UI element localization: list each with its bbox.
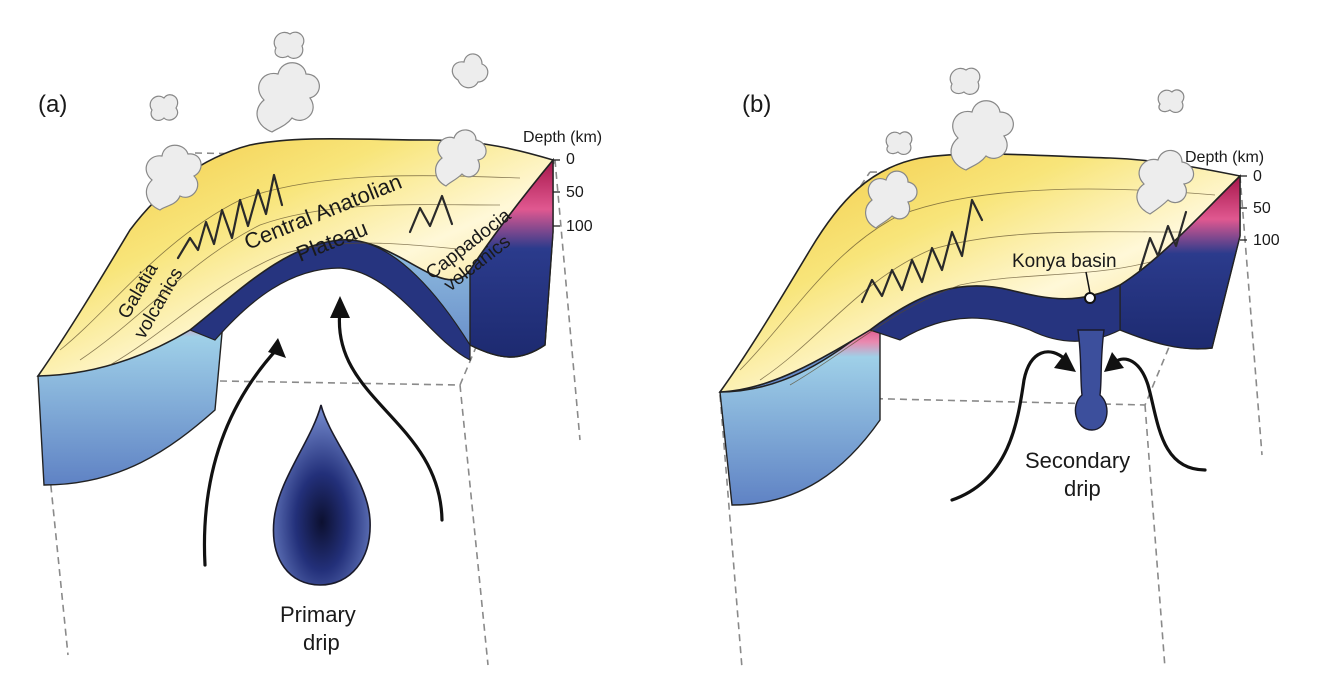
konya-basin-leader xyxy=(1085,271,1091,294)
panel-b-plume-2 xyxy=(949,67,1014,171)
secondary-drip-label-line2: drip xyxy=(1064,476,1101,501)
panel-a-flow-arrow-left xyxy=(202,346,280,567)
panel-a-flow-arrowhead-left xyxy=(268,338,286,358)
panel-a: (a) Central An xyxy=(36,31,602,666)
panel-a-depth-title: Depth (km) xyxy=(523,129,602,146)
primary-drip-label-line2: drip xyxy=(303,630,340,655)
panel-a-depth-scale: Depth (km) 0 50 100 xyxy=(523,129,602,235)
panel-a-plume-2 xyxy=(256,31,320,133)
primary-drip-label-line1: Primary xyxy=(280,602,356,627)
panel-b-depth-0: 0 xyxy=(1253,168,1262,185)
primary-drip xyxy=(272,404,371,586)
panel-a-depth-0: 0 xyxy=(566,151,575,168)
panel-a-label: (a) xyxy=(38,91,67,118)
panel-a-depth-50: 50 xyxy=(566,184,584,201)
panel-a-plume-3 xyxy=(435,53,489,187)
panel-a-mountains-west xyxy=(176,173,284,260)
panel-a-contour-2 xyxy=(79,204,501,361)
panel-b-mountains-east xyxy=(1138,210,1188,272)
panel-b-crust-surface xyxy=(718,153,1242,393)
panel-b-depth-scale: Depth (km) 0 50 100 xyxy=(1185,149,1280,249)
panel-b-depth-100: 100 xyxy=(1253,232,1280,249)
panel-a-mountains-east xyxy=(408,194,454,234)
panel-b-depth-50: 50 xyxy=(1253,200,1271,217)
secondary-drip-label-line1: Secondary xyxy=(1025,448,1130,473)
panel-b-flow-arrow-right xyxy=(1113,357,1207,472)
panel-b-label: (b) xyxy=(742,91,771,118)
panel-b-contour-3 xyxy=(789,261,1151,386)
panel-b-plume-1 xyxy=(865,131,918,229)
panel-b-depth-title: Depth (km) xyxy=(1185,149,1264,166)
secondary-drip xyxy=(1074,329,1108,431)
panel-a-depth-100: 100 xyxy=(566,218,593,235)
panel-a-plume-1 xyxy=(145,94,202,211)
panel-b: (b) Konya basin xyxy=(718,67,1280,669)
panel-b-flow-arrowhead-left xyxy=(1054,352,1076,372)
panel-b-front-slab xyxy=(719,318,881,506)
konya-basin-label: Konya basin xyxy=(1012,251,1117,272)
panel-b-plume-3 xyxy=(1136,89,1195,215)
panel-b-flow-arrowhead-right xyxy=(1104,352,1124,372)
panel-a-flow-arrow-right xyxy=(337,308,444,522)
panel-b-flow-arrow-left xyxy=(950,350,1068,502)
panel-b-contour-2 xyxy=(759,231,1181,381)
konya-basin-marker xyxy=(1084,292,1096,304)
panel-a-contour-3 xyxy=(109,242,471,366)
panel-a-flow-arrowhead-right xyxy=(330,296,350,318)
panel-b-mountains-west xyxy=(860,198,984,304)
